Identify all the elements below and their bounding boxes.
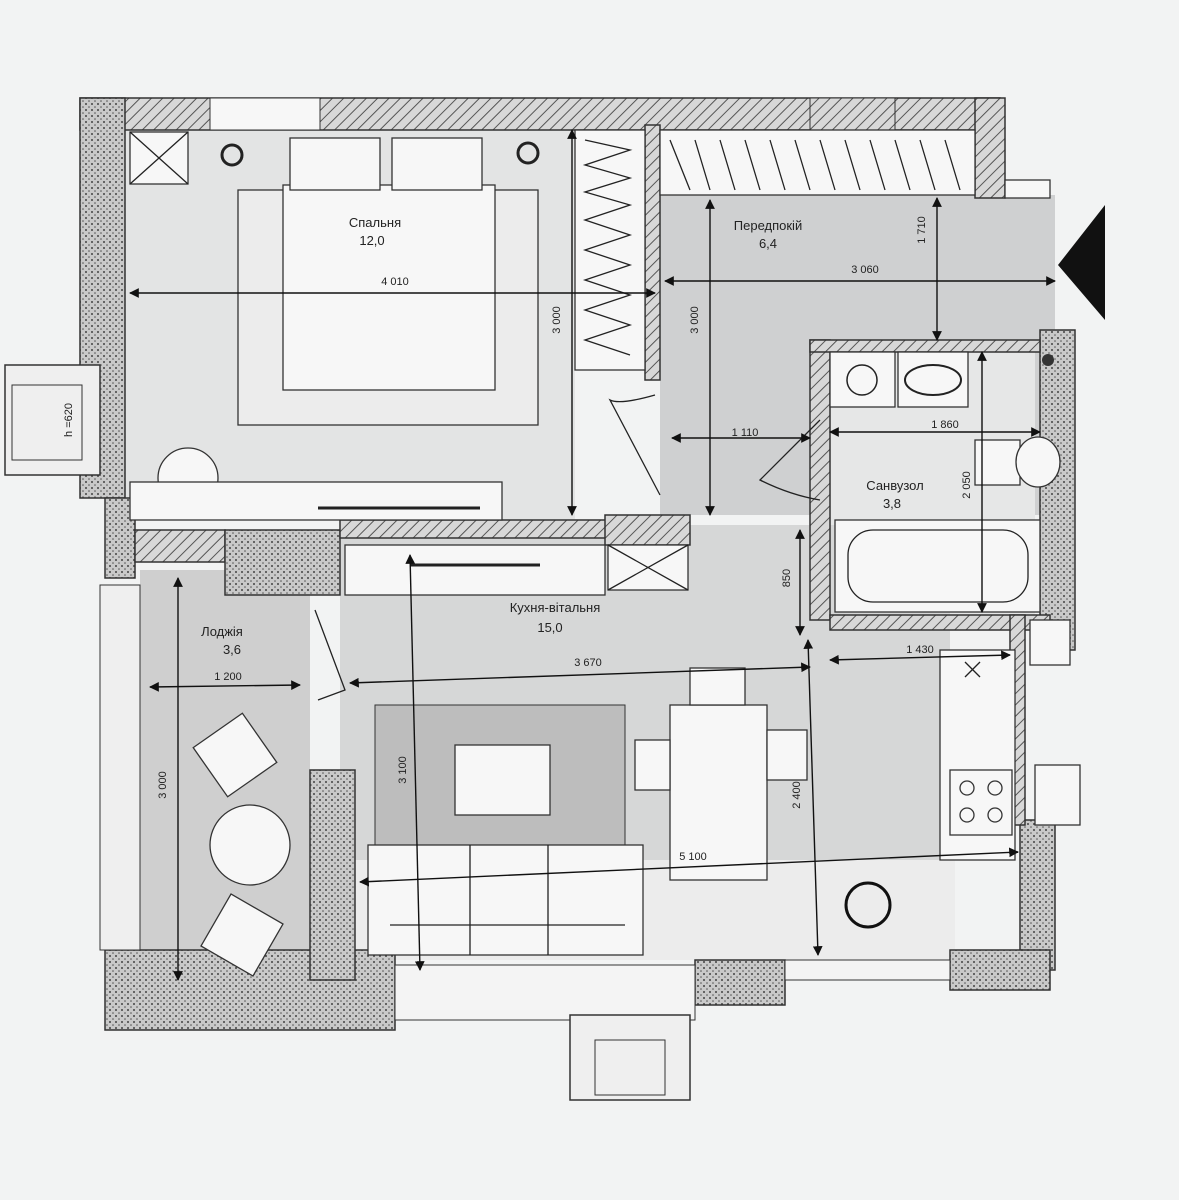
dim-hall-depth: 3 000	[689, 306, 701, 334]
loggia-name: Лоджія	[201, 624, 243, 639]
lamp-icon	[220, 143, 244, 167]
wall-right-top	[974, 97, 1006, 199]
dim-bath-width: 1 860	[931, 419, 959, 431]
loggia-window	[99, 584, 141, 951]
wall-bed-hall	[644, 124, 661, 381]
wall-bed-kitchen	[339, 519, 611, 539]
wall-bath-left	[809, 339, 831, 621]
dim-total-width: 5 100	[679, 851, 707, 863]
balcony-left	[4, 364, 101, 476]
wall-kitchen-corner	[604, 514, 691, 546]
door-bedroom	[608, 394, 661, 496]
bedroom-desk	[129, 481, 503, 521]
bedroom-name: Спальня	[349, 215, 401, 230]
bathroom-name: Санвузол	[866, 478, 923, 493]
hallway-name: Передпокій	[734, 218, 802, 233]
bedroom-area: 12,0	[359, 233, 384, 248]
bathtub	[834, 519, 1041, 613]
dim-loggia-width: 1 200	[214, 671, 242, 683]
sofa	[367, 844, 644, 956]
dim-bath-depth: 2 050	[961, 471, 973, 499]
sink	[897, 351, 969, 408]
dim-loggia-depth: 3 000	[157, 771, 169, 799]
window-kitchen	[784, 959, 951, 981]
door-bathroom	[758, 419, 821, 501]
dim-bedroom-depth: 3 000	[551, 306, 563, 334]
wall-right-bath	[1039, 329, 1076, 651]
bathroom-area: 3,8	[883, 496, 901, 511]
dining-chair	[689, 667, 746, 706]
wall-bottom-mid	[694, 959, 786, 1006]
window-bedroom-top	[209, 97, 321, 131]
dim-living-depth: 3 100	[397, 756, 409, 784]
wall-bottom-right	[949, 949, 1051, 991]
dim-kitchen-top: 850	[781, 569, 793, 587]
stove-icon	[949, 769, 1013, 836]
dim-window-height: h =620	[63, 403, 75, 437]
wall-bath-top	[809, 339, 1041, 353]
armchair	[192, 712, 278, 798]
kitchen-area: 15,0	[537, 620, 562, 635]
armchair	[200, 893, 284, 977]
loggia-area: 3,6	[223, 642, 241, 657]
window-living	[394, 964, 696, 1021]
lamp-icon	[516, 141, 540, 165]
dining-chair	[634, 739, 671, 791]
wall-loggia-top	[134, 529, 226, 563]
dim-hall-narrow: 1 110	[732, 427, 759, 439]
dim-kitchen-mid: 3 670	[574, 657, 602, 669]
dim-hall-width: 3 060	[851, 264, 879, 276]
hallway-area: 6,4	[759, 236, 777, 251]
door-loggia	[314, 609, 346, 701]
coffee-table	[209, 804, 291, 886]
dim-kitchen-depth: 2 400	[791, 781, 803, 809]
dining-chair	[766, 729, 808, 781]
entrance-arrow-icon	[1058, 205, 1105, 320]
kitchen-name: Кухня-вітальня	[510, 600, 601, 615]
bed	[282, 184, 496, 391]
living-coffee-table	[454, 744, 551, 816]
wall-living-pier	[309, 769, 356, 981]
window-hall-top	[809, 97, 896, 131]
wall-right-lower	[1019, 819, 1056, 971]
dim-hall-top: 1 710	[916, 216, 928, 244]
tv-unit	[344, 544, 606, 596]
balcony-bottom	[569, 1014, 691, 1101]
toilet-icon	[1015, 436, 1061, 488]
washing-machine-icon	[829, 351, 896, 408]
hall-wardrobe	[659, 129, 976, 196]
dim-bedroom-width: 4 010	[381, 276, 409, 288]
dim-kitchen-side: 1 430	[906, 644, 934, 656]
wall-loggia-column	[224, 529, 341, 596]
